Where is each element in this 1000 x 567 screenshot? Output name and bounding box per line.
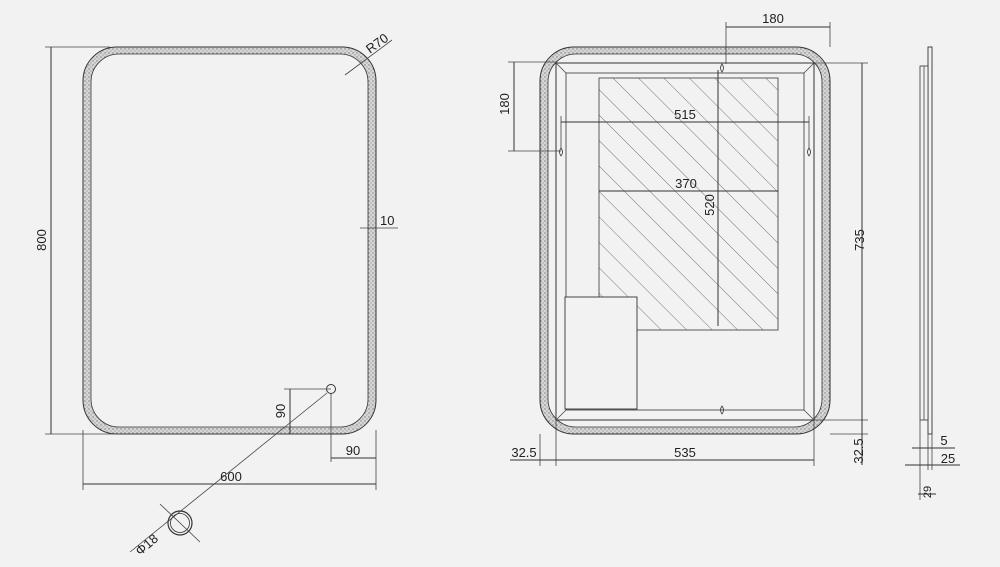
back-view: 180 180 515 370 520 735 32.5 32.5 535	[497, 11, 868, 466]
switch-detail-inner-icon	[170, 513, 190, 533]
switch-detail-outer-icon	[167, 510, 193, 536]
dim-90v-label: 90	[273, 404, 288, 418]
dim-10-label: 10	[380, 213, 394, 228]
front-mirror-glass	[90, 53, 369, 428]
dim-90h-label: 90	[346, 443, 360, 458]
dim-d18-line	[159, 503, 201, 543]
frame-corner-tl	[555, 62, 567, 74]
dim-32l-label: 32.5	[511, 445, 536, 460]
back-frame-inner	[565, 72, 805, 411]
dim-735-label: 735	[852, 229, 867, 251]
dim-32b-label: 32.5	[851, 438, 866, 463]
side-view: 5 25 29	[905, 46, 960, 500]
side-glass	[927, 46, 933, 435]
driver-box	[564, 296, 638, 410]
hatched-mount-area	[598, 77, 779, 331]
dim-520-label: 520	[702, 194, 717, 216]
hanger-hole-left-icon	[559, 147, 563, 157]
front-view: 800 600 R70 10 90 90 Φ18	[34, 30, 398, 558]
frame-corner-tr	[803, 62, 815, 74]
dim-d18-label: Φ18	[132, 531, 161, 558]
dim-5-label: 5	[940, 433, 947, 448]
dim-600-label: 600	[220, 469, 242, 484]
dim-370-label: 370	[675, 176, 697, 191]
back-frame-outer	[555, 62, 815, 421]
dim-180-top-label: 180	[762, 11, 784, 26]
frame-corner-br	[803, 409, 815, 421]
hanger-hole-bottom-icon	[720, 405, 724, 415]
dim-535-label: 535	[674, 445, 696, 460]
frame-corner-bl	[555, 409, 567, 421]
hanger-hole-top-icon	[720, 63, 724, 73]
dim-800-label: 800	[34, 229, 49, 251]
dim-r70-leader	[344, 39, 393, 76]
dim-r70-label: R70	[363, 30, 391, 56]
dim-515-label: 515	[674, 107, 696, 122]
dim-29-label: 29	[922, 486, 934, 498]
hanger-hole-right-icon	[807, 147, 811, 157]
dim-25-label: 25	[941, 451, 955, 466]
dim-180-left-label: 180	[497, 93, 512, 115]
dim-d18-leader	[129, 392, 328, 553]
